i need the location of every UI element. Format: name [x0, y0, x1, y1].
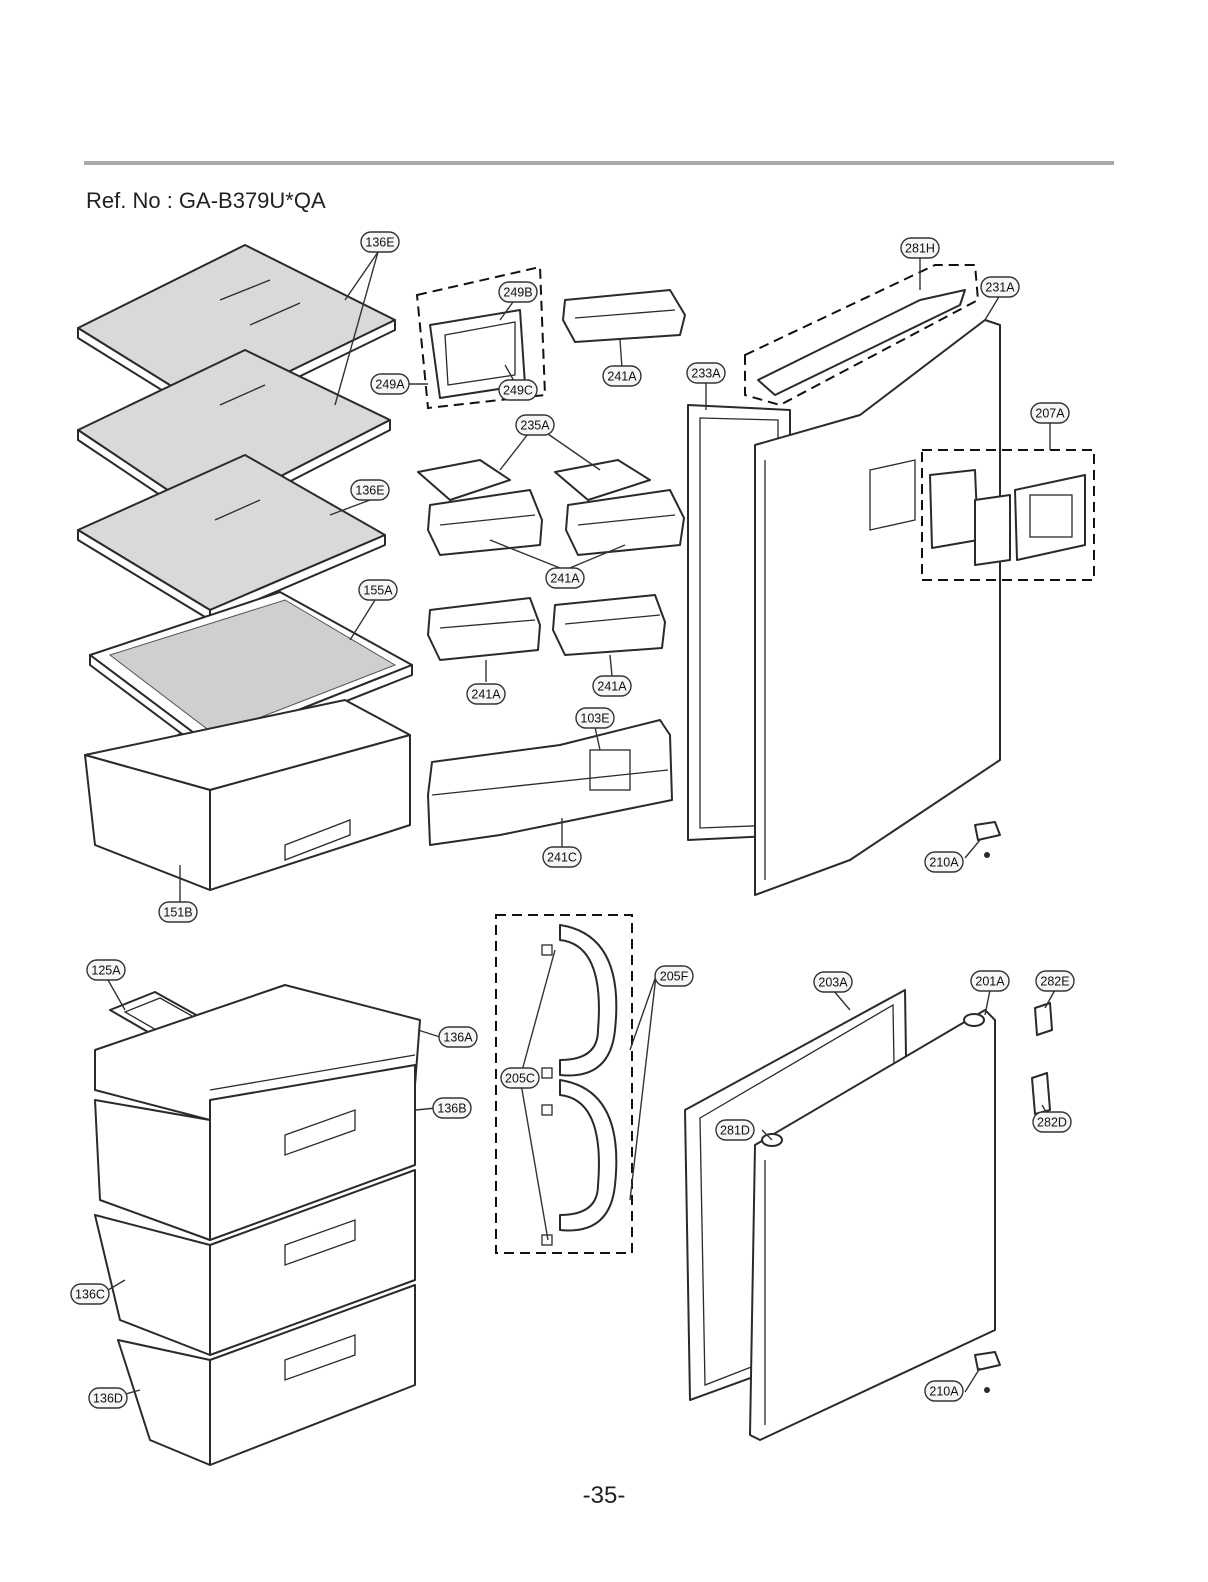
callout-210a-a: 210A: [925, 852, 963, 872]
callout-label: 151B: [163, 906, 192, 920]
freezer-drawer-fronts: [210, 1065, 415, 1465]
callout-281h: 281H: [901, 238, 939, 258]
callout-label: 249A: [375, 378, 405, 392]
callout-label: 103E: [580, 712, 609, 726]
callout-label: 210A: [929, 1385, 959, 1399]
callout-155a: 155A: [359, 580, 397, 600]
callout-136b: 136B: [433, 1098, 471, 1118]
callout-241a-b: 241A: [546, 568, 584, 588]
callout-282e: 282E: [1036, 971, 1074, 991]
callout-label: 205C: [505, 1072, 535, 1086]
callout-281d: 281D: [716, 1120, 754, 1140]
callout-235a: 235A: [516, 415, 554, 435]
callout-label: 249C: [503, 384, 533, 398]
fridge-door-hinge: [975, 822, 1000, 858]
callout-241c: 241C: [543, 847, 581, 867]
callout-136e-a: 136E: [361, 232, 399, 252]
callout-label: 235A: [520, 419, 550, 433]
callout-label: 201A: [975, 975, 1005, 989]
callout-201a: 201A: [971, 971, 1009, 991]
page-number: -35-: [0, 1482, 1208, 1510]
callout-label: 282D: [1037, 1116, 1067, 1130]
bottle-shelf: [428, 720, 672, 845]
callout-241a-a: 241A: [603, 366, 641, 386]
callout-151b: 151B: [159, 902, 197, 922]
callout-label: 205F: [660, 970, 689, 984]
vegetable-drawer: [85, 700, 410, 890]
callout-136e-b: 136E: [351, 480, 389, 500]
callout-249c: 249C: [499, 380, 537, 400]
door-basket-top: [563, 290, 685, 342]
callout-label: 155A: [363, 584, 393, 598]
egg-trays: [418, 460, 650, 500]
callout-label: 233A: [691, 367, 721, 381]
callout-233a: 233A: [687, 363, 725, 383]
callout-231a: 231A: [981, 277, 1019, 297]
callout-205f: 205F: [655, 966, 693, 986]
callout-label: 207A: [1035, 407, 1065, 421]
callout-label: 136C: [75, 1288, 105, 1302]
callout-label: 203A: [818, 976, 848, 990]
callout-label: 125A: [91, 964, 121, 978]
callout-207a: 207A: [1031, 403, 1069, 423]
callout-label: 281H: [905, 242, 935, 256]
callout-label: 241A: [607, 370, 637, 384]
callout-241a-c: 241A: [467, 684, 505, 704]
callout-label: 281D: [720, 1124, 750, 1138]
callout-label: 136E: [365, 236, 394, 250]
callout-125a: 125A: [87, 960, 125, 980]
callout-label: 210A: [929, 856, 959, 870]
callout-136a: 136A: [439, 1027, 477, 1047]
callout-103e: 103E: [576, 708, 614, 728]
callout-label: 241C: [547, 851, 577, 865]
callout-label: 136B: [437, 1102, 466, 1116]
callout-136c: 136C: [71, 1284, 109, 1304]
callout-241a-d: 241A: [593, 676, 631, 696]
callout-282d: 282D: [1033, 1112, 1071, 1132]
door-basket-pair-1: [428, 490, 684, 555]
callout-249a: 249A: [371, 374, 409, 394]
callout-249b: 249B: [499, 282, 537, 302]
callout-label: 136E: [355, 484, 384, 498]
callout-label: 241A: [471, 688, 501, 702]
callout-label: 241A: [597, 680, 627, 694]
freezer-baskets: [95, 1100, 210, 1465]
callout-label: 231A: [985, 281, 1015, 295]
callout-label: 241A: [550, 572, 580, 586]
callout-210a-b: 210A: [925, 1381, 963, 1401]
callout-label: 136A: [443, 1031, 473, 1045]
door-basket-pair-2: [428, 595, 665, 660]
callout-label: 136D: [93, 1392, 123, 1406]
callout-label: 249B: [503, 286, 532, 300]
callout-136d: 136D: [89, 1388, 127, 1408]
glass-shelf-3: [78, 455, 385, 620]
callout-203a: 203A: [814, 972, 852, 992]
fridge-door: [755, 320, 1000, 895]
callout-label: 282E: [1040, 975, 1069, 989]
callout-205c: 205C: [501, 1068, 539, 1088]
